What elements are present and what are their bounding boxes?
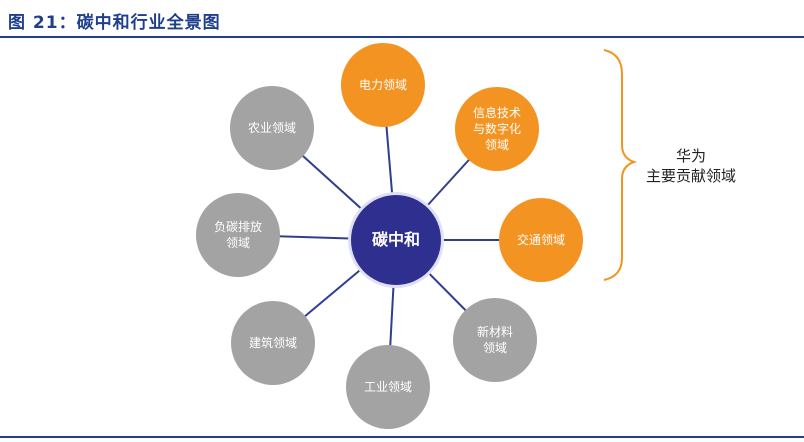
node-construction: 建筑领域 xyxy=(231,301,315,385)
node-power: 电力领域 xyxy=(341,43,425,127)
node-transport: 交通领域 xyxy=(499,198,583,282)
bracket xyxy=(603,49,638,281)
figure-title: 图 21：碳中和行业全景图 xyxy=(8,13,221,33)
node-industry: 工业领域 xyxy=(346,345,430,429)
node-it: 信息技术 与数字化 领域 xyxy=(455,87,539,171)
node-negative: 负碳排放 领域 xyxy=(196,193,280,277)
huawei-contribution-label: 华为 主要贡献领域 xyxy=(645,147,736,185)
top-divider xyxy=(0,36,804,38)
node-agriculture: 农业领域 xyxy=(230,86,314,170)
node-center: 碳中和 xyxy=(351,195,441,285)
bottom-divider xyxy=(0,436,804,438)
node-materials: 新材料 领域 xyxy=(453,298,537,382)
